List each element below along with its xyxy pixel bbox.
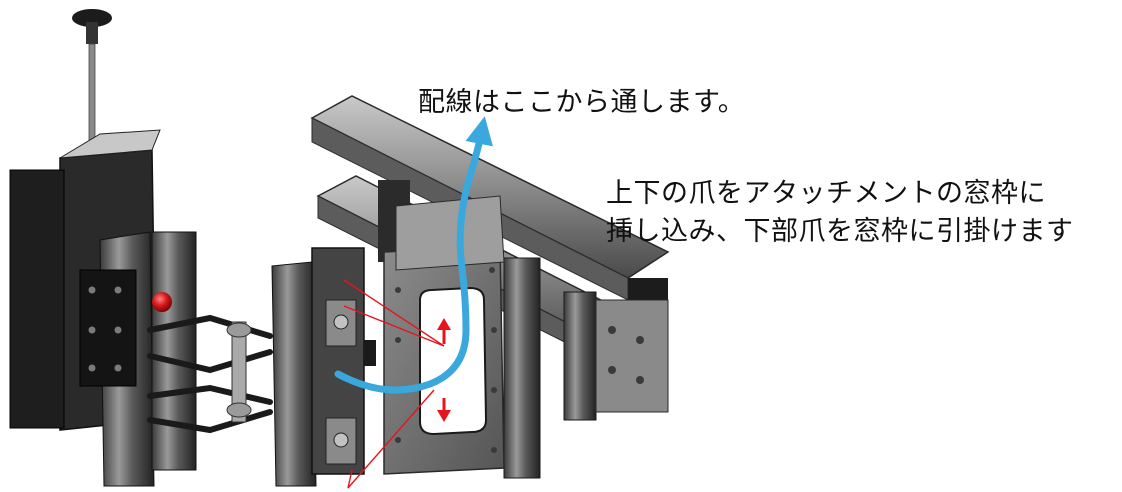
mount-assembly (9, 9, 376, 487)
wiring-route-arrow (334, 116, 493, 394)
clamp-screw (231, 321, 247, 423)
hook-instruction-line-1: 上下の爪をアタッチメントの窓枠に (606, 178, 1046, 209)
top-knob (72, 9, 112, 27)
upper-hook-bolt (333, 314, 349, 330)
mounting-plate (79, 269, 137, 387)
hook-cable-port (364, 340, 376, 366)
extrusion-mid (151, 231, 197, 471)
leader-lines (343, 279, 445, 489)
hook-instruction-line-2: 挿し込み、下部爪を窓枠に引掛けます (606, 216, 1074, 247)
rail-end-cap (628, 278, 668, 302)
mounting-plate-holes (88, 286, 122, 372)
knob-stem (86, 22, 98, 44)
window-frame-attachment (310, 95, 670, 479)
wiring-route-caption: 配線はここから通します。 (418, 87, 746, 118)
box-side-panel (9, 169, 65, 429)
red-knob (152, 292, 172, 312)
lower-leader-line (347, 389, 435, 489)
post-right (503, 257, 541, 479)
lower-hook-down-arrow (437, 398, 451, 422)
box-top (59, 129, 161, 159)
post-right-2 (563, 291, 597, 421)
hook-extrusion (271, 261, 317, 487)
clamp-nut-bottom (226, 402, 252, 418)
lower-hook-bolt (333, 432, 349, 448)
back-rail (595, 299, 669, 413)
window-opening (419, 286, 488, 436)
threaded-rod (88, 43, 96, 151)
plate-screws (395, 267, 644, 453)
clamp-nut-top (226, 322, 252, 338)
top-housing (395, 195, 505, 271)
upper-leader-line (343, 279, 445, 347)
upper-hook-up-arrow (437, 318, 451, 344)
